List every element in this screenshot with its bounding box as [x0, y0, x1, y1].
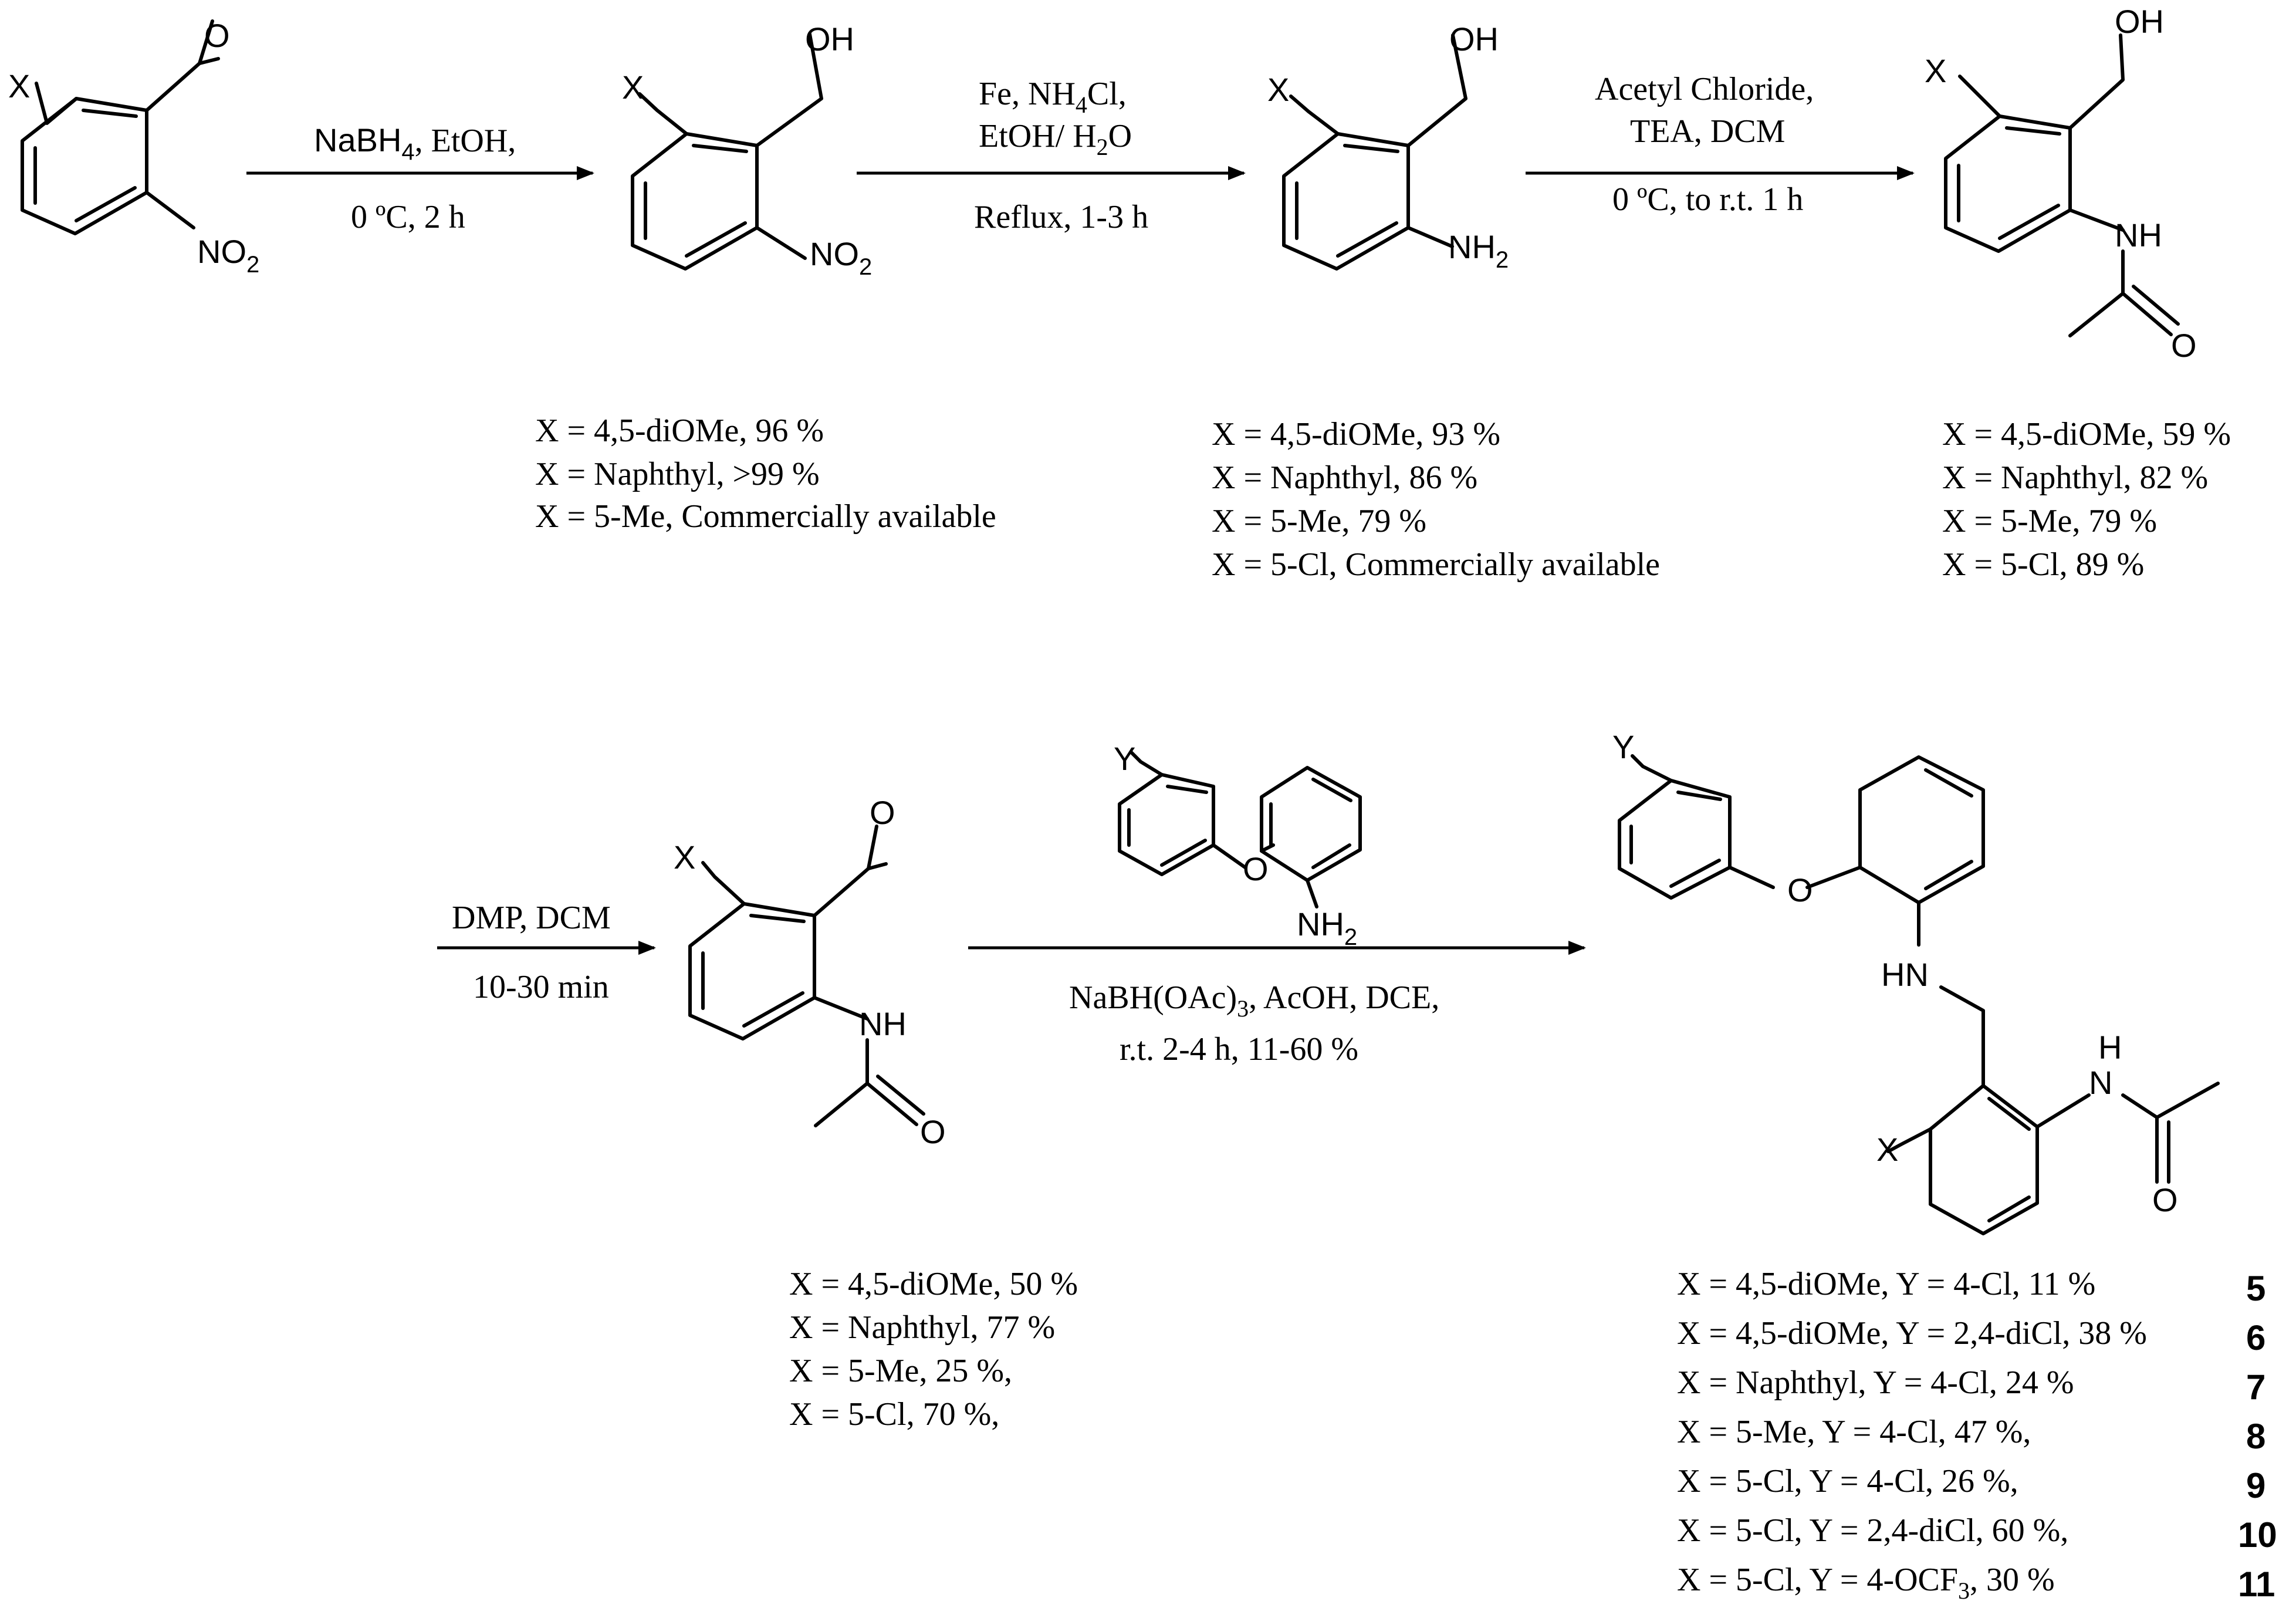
atom-label-x: X — [1267, 71, 1289, 108]
yield-line: X = 5-Me, 25 %, — [789, 1353, 1012, 1389]
atom-label-ether-o: O — [1243, 850, 1269, 887]
final-yield-line: X = 4,5-diOMe, Y = 2,4-diCl, 38 % — [1677, 1315, 2147, 1352]
yield-line: X = 5-Me, 79 % — [1942, 503, 2157, 539]
step4-condition: 10-30 min — [473, 969, 609, 1005]
step2-reagent-line1: Fe, NH4Cl, — [979, 76, 1127, 118]
yields-acetamido-benzaldehyde: X = 4,5-diOMe, 50 % X = Naphthyl, 77 % X… — [789, 1266, 1078, 1433]
yields-nitrobenzyl-alcohol: X = 4,5-diOMe, 96 % X = Naphthyl, >99 % … — [535, 413, 996, 535]
atom-label-x: X — [1925, 52, 1946, 89]
structure-acetamido-benzaldehyde: O X NH O — [674, 794, 946, 1150]
yield-line: X = 5-Me, Commercially available — [535, 498, 996, 535]
structure-acetamido-benzyl-alcohol: OH X NH O — [1925, 3, 2197, 364]
atom-label-amine: NH2 — [1448, 228, 1509, 273]
atom-label-y: Y — [1114, 740, 1135, 777]
step2-condition: Reflux, 1-3 h — [974, 199, 1148, 235]
structure-final-product: O Y HN H N O X — [1612, 728, 2220, 1235]
atom-label-amide-nh: NH — [859, 1005, 907, 1042]
yield-line: X = 4,5-diOMe, 59 % — [1942, 416, 2231, 452]
structure-nitrobenzyl-alcohol: OH X NO2 — [622, 21, 872, 280]
yield-line: X = 5-Cl, Commercially available — [1212, 546, 1660, 583]
step3-reagent-line2: TEA, DCM — [1630, 113, 1785, 150]
yields-acetamido-benzyl-alcohol: X = 4,5-diOMe, 59 % X = Naphthyl, 82 % X… — [1942, 416, 2231, 583]
yield-line: X = Naphthyl, 77 % — [789, 1309, 1055, 1346]
atom-label-nitro: NO2 — [197, 233, 259, 278]
benzene-ring — [21, 97, 148, 235]
compound-number: 5 — [2246, 1269, 2265, 1308]
atom-label-x: X — [1876, 1131, 1898, 1168]
step5-condition: r.t. 2-4 h, 11-60 % — [1120, 1031, 1358, 1068]
yield-line: X = Naphthyl, 82 % — [1942, 460, 2208, 496]
step1-condition: 0 ºC, 2 h — [351, 199, 465, 235]
final-yield-line: X = 4,5-diOMe, Y = 4-Cl, 11 % — [1677, 1266, 2095, 1302]
atom-label-amide-h: H — [2098, 1029, 2122, 1066]
final-yield-line: X = Naphthyl, Y = 4-Cl, 24 % — [1677, 1364, 2074, 1401]
atom-label-amide-nh: NH — [2115, 217, 2162, 254]
atom-label-ether-o: O — [1787, 872, 1813, 908]
compound-number: 11 — [2238, 1565, 2275, 1604]
yield-line: X = Naphthyl, >99 % — [535, 456, 820, 492]
yield-line: X = 5-Cl, 70 %, — [789, 1396, 999, 1433]
atom-label-amide-n: N — [2089, 1064, 2112, 1101]
step2-reagent-line2: EtOH/ H2O — [979, 118, 1132, 160]
atom-label-carbonyl-o: O — [920, 1113, 946, 1150]
step5-reagent: NaBH(OAc)3, AcOH, DCE, — [1069, 979, 1439, 1022]
yield-line: X = 5-Me, 79 % — [1212, 503, 1426, 539]
final-yield-line: X = 5-Me, Y = 4-Cl, 47 %, — [1677, 1414, 2031, 1450]
atom-label-oxygen: O — [870, 794, 895, 831]
step3-condition: 0 ºC, to r.t. 1 h — [1612, 181, 1803, 218]
yield-line: X = 4,5-diOMe, 50 % — [789, 1266, 1078, 1302]
yield-line: X = 4,5-diOMe, 93 % — [1212, 416, 1500, 452]
atom-label-hydroxyl: OH — [1449, 21, 1499, 58]
atom-label-carbonyl-o: O — [2171, 327, 2197, 364]
step4-reagent: DMP, DCM — [452, 900, 611, 936]
compound-number: 7 — [2246, 1367, 2265, 1407]
compound-number: 6 — [2246, 1318, 2265, 1357]
yields-aminobenzyl-alcohol: X = 4,5-diOMe, 93 % X = Naphthyl, 86 % X… — [1212, 416, 1660, 583]
atom-label-carbonyl-o: O — [2152, 1181, 2178, 1218]
atom-label-y: Y — [1612, 728, 1634, 765]
atom-label-oxygen: O — [204, 17, 230, 54]
atom-label-nitro: NO2 — [810, 235, 872, 280]
compound-number: 10 — [2238, 1515, 2277, 1555]
step1-reagent: NaBH4, EtOH, — [314, 121, 516, 165]
structure-aminobenzyl-alcohol: OH X NH2 — [1267, 21, 1509, 273]
compound-number: 8 — [2246, 1417, 2265, 1456]
atom-label-x: X — [674, 839, 695, 876]
final-yield-line: X = 5-Cl, Y = 2,4-diCl, 60 %, — [1677, 1512, 2068, 1549]
atom-label-hydroxyl: OH — [2115, 3, 2164, 40]
yield-line: X = 5-Cl, 89 % — [1942, 546, 2144, 583]
atom-label-x: X — [8, 67, 30, 104]
atom-label-amine: NH2 — [1297, 906, 1357, 950]
atom-label-amine-hn: HN — [1881, 956, 1929, 993]
structure-nitrobenzaldehyde: O X NO2 — [8, 17, 259, 278]
step3-reagent-line1: Acetyl Chloride, — [1595, 71, 1814, 107]
atom-label-x: X — [622, 69, 644, 106]
structure-phenoxyaniline-reagent: O Y NH2 — [1114, 740, 1362, 950]
yield-line: X = Naphthyl, 86 % — [1212, 460, 1477, 496]
yields-final-products: X = 4,5-diOMe, Y = 4-Cl, 11 % X = 4,5-di… — [1677, 1266, 2277, 1604]
final-yield-line: X = 5-Cl, Y = 4-Cl, 26 %, — [1677, 1463, 2018, 1499]
final-yield-line: X = 5-Cl, Y = 4-OCF3, 30 % — [1677, 1562, 2055, 1604]
compound-number: 9 — [2246, 1466, 2265, 1505]
atom-label-hydroxyl: OH — [805, 21, 854, 58]
yield-line: X = 4,5-diOMe, 96 % — [535, 413, 824, 449]
